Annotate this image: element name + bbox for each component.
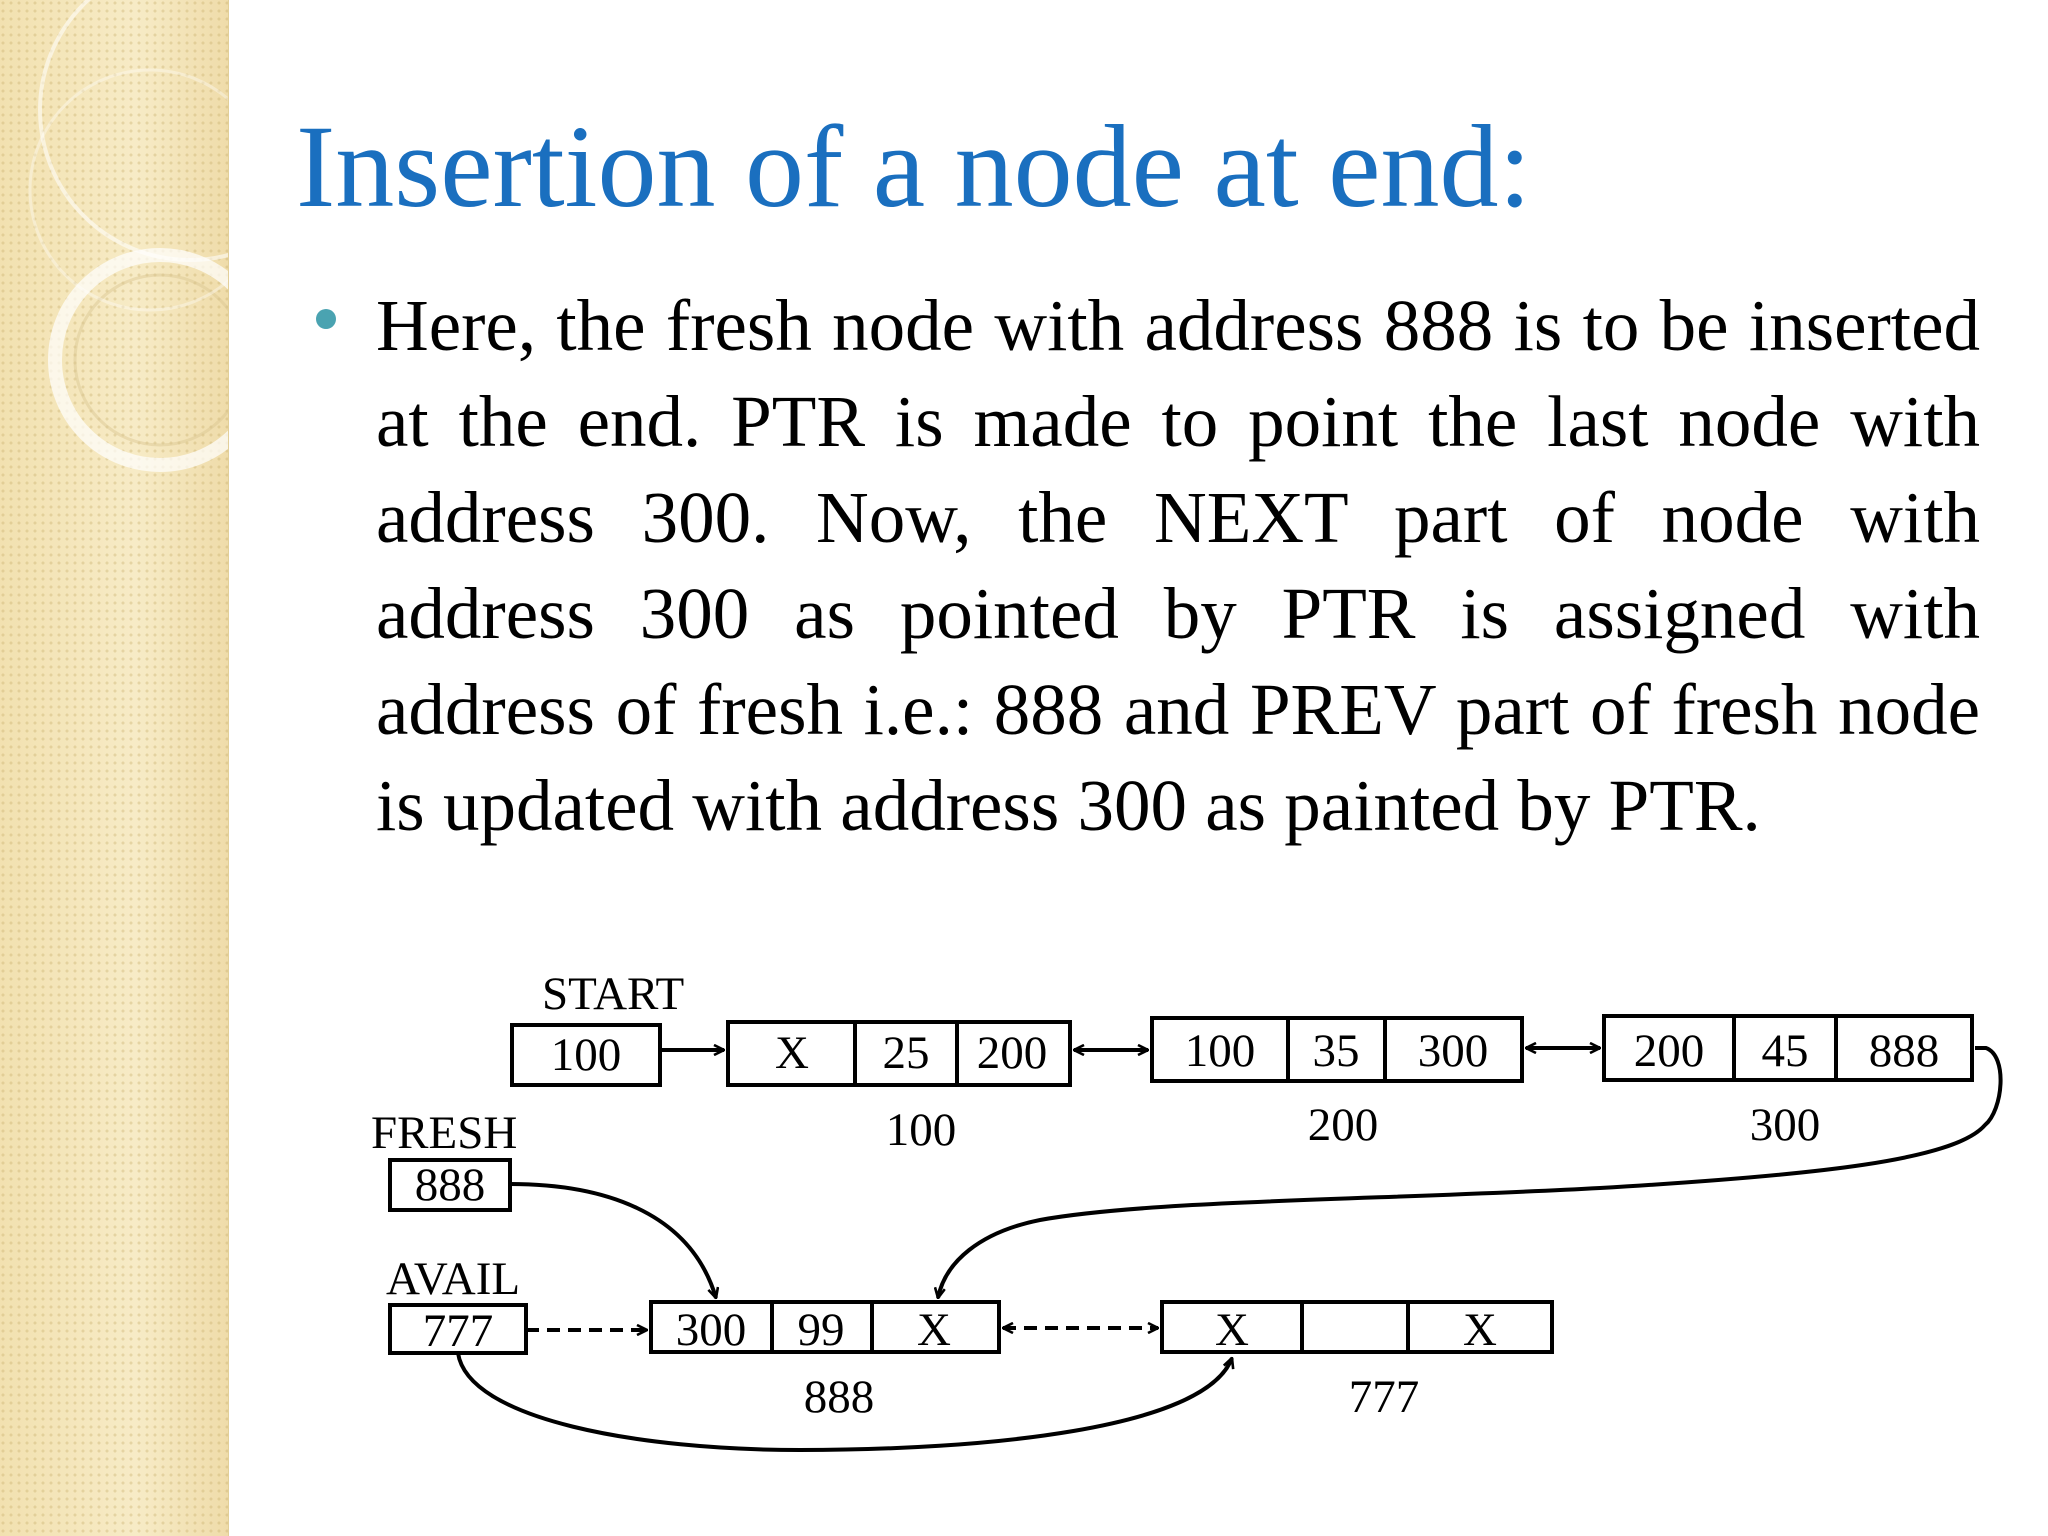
node-prev: X [1215, 1304, 1249, 1356]
node-prev: 100 [1185, 1025, 1256, 1077]
node-next: 200 [977, 1027, 1048, 1079]
node-next: X [1463, 1304, 1497, 1356]
fresh-label: FRESH [371, 1107, 517, 1159]
node-box [726, 1020, 1072, 1087]
node-address: 200 [1308, 1099, 1379, 1151]
node-address: 888 [804, 1371, 875, 1423]
avail-value: 777 [423, 1305, 494, 1357]
fresh-value: 888 [415, 1159, 486, 1211]
node-box [649, 1300, 1001, 1354]
node-box [1602, 1014, 1974, 1082]
avail-label: AVAIL [386, 1253, 520, 1305]
node-info: 99 [798, 1304, 845, 1356]
start-box [510, 1023, 662, 1087]
start-value: 100 [551, 1029, 622, 1081]
node-box [1160, 1300, 1554, 1354]
decorative-sidebar [0, 0, 229, 1536]
node-next: X [917, 1304, 951, 1356]
node-prev: X [775, 1027, 809, 1079]
node-box [1150, 1016, 1524, 1083]
fresh-arrow [509, 1182, 716, 1298]
list-node: 300 99 X 888 [649, 1300, 1001, 1423]
list-node: 200 45 888 300 [1602, 1014, 1974, 1151]
start-label: START [542, 968, 684, 1020]
node-prev: 200 [1634, 1025, 1705, 1077]
node-prev: 300 [676, 1304, 747, 1356]
last-node-next-arrow [938, 1046, 2003, 1298]
node-next: 888 [1869, 1025, 1940, 1077]
ring-decoration-icon [28, 0, 228, 472]
list-node: X 25 200 100 [726, 1020, 1072, 1156]
list-node: 100 35 300 200 [1150, 1016, 1524, 1151]
node-address: 100 [886, 1104, 957, 1156]
node-info: 35 [1313, 1025, 1360, 1077]
slide-title: Insertion of a node at end: [296, 101, 1532, 232]
avail-update-arrow [456, 1352, 1232, 1453]
node-address: 300 [1750, 1099, 1821, 1151]
node-info: 25 [883, 1027, 930, 1079]
list-node: X X 777 [1160, 1300, 1554, 1423]
node-address: 777 [1349, 1371, 1420, 1423]
fresh-box [388, 1158, 512, 1212]
bullet-text: Here, the fresh node with address 888 is… [376, 285, 1980, 846]
bullet-icon [316, 309, 336, 329]
node-next: 300 [1418, 1025, 1489, 1077]
node-info: 45 [1762, 1025, 1809, 1077]
